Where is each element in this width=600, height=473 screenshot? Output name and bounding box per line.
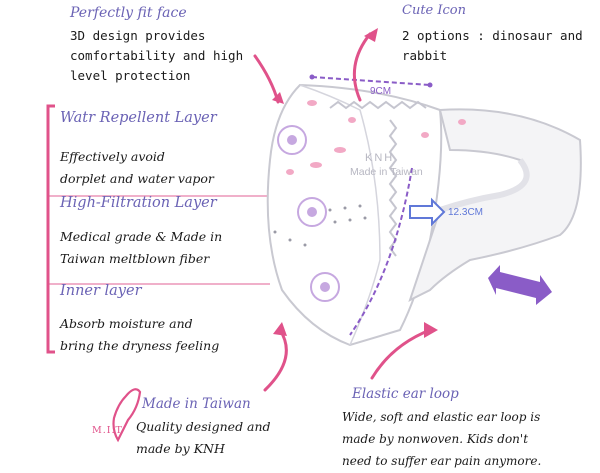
cute-icon-title: Cute Icon	[402, 3, 466, 18]
inner-layer-text: Absorb moisture and bring the dryness fe…	[60, 316, 220, 353]
depth-arrow	[409, 197, 446, 227]
filtration-text: Medical grade & Made in Taiwan meltblown…	[60, 229, 223, 266]
arrow-fit	[253, 54, 280, 104]
mask-brand: KNH	[365, 152, 395, 164]
ear-loop-text: Wide, soft and elastic ear loop is made …	[342, 410, 542, 468]
arrow-ear-loop	[370, 328, 432, 380]
width-label: 9CM	[370, 86, 392, 97]
width-dimension-line	[311, 76, 431, 86]
made-in-taiwan-text: Quality designed and made by KNH	[136, 419, 271, 456]
repellent-title: Watr Repellent Layer	[60, 110, 217, 126]
layer-bracket	[46, 104, 55, 354]
repellent-text: Effectively avoid dorplet and water vapo…	[60, 149, 214, 186]
ear-loop-title: Elastic ear loop	[352, 386, 459, 402]
made-in-taiwan-title: Made in Taiwan	[142, 396, 251, 412]
height-dimension-line	[349, 167, 413, 336]
height-label: 12.3CM	[448, 207, 484, 218]
mask-illustration	[266, 83, 582, 347]
fit-title: Perfectly fit face	[70, 5, 187, 21]
fit-text: 3D design provides comfortability and hi…	[70, 28, 244, 83]
inner-layer-title: Inner layer	[60, 283, 142, 299]
arrow-cute-icon	[352, 32, 372, 102]
cute-icon-text: 2 options : dinosaur and rabbit	[402, 28, 583, 63]
mask-made-in: Made in Taiwan	[350, 166, 423, 178]
ear-loop-stretch-arrow	[488, 265, 552, 305]
arrow-made-in-taiwan	[263, 328, 288, 392]
filtration-title: High-Filtration Layer	[60, 195, 217, 211]
mit-badge: M.I.T	[92, 425, 123, 436]
taiwan-map-icon	[112, 388, 142, 443]
